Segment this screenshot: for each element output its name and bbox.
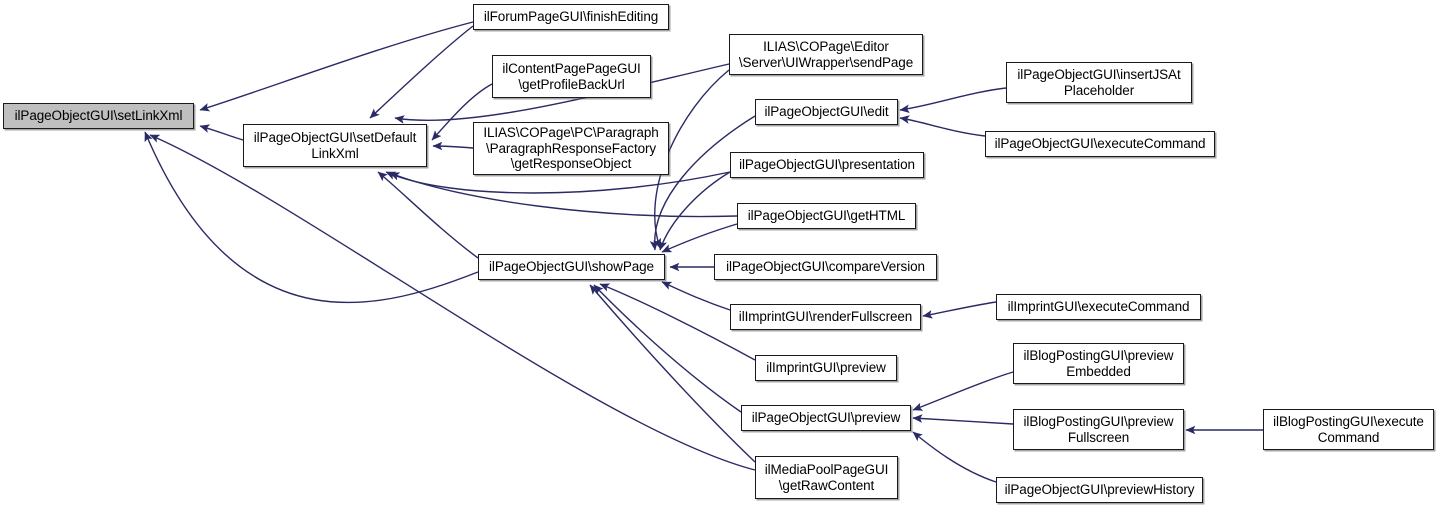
node-label-executeCommandPage: ilPageObjectGUI\executeCommand: [994, 136, 1206, 152]
node-label-getProfileBackUrl: ilContentPagePageGUI \getProfileBackUrl: [502, 61, 641, 92]
call-edge-setDefaultLinkXml-to-setLinkXml: [199, 124, 244, 141]
call-graph-node-getRawContent[interactable]: ilMediaPoolPageGUI \getRawContent: [755, 456, 898, 499]
node-label-insertJSAtPlaceholder: ilPageObjectGUI\insertJSAt Placeholder: [1017, 67, 1181, 98]
call-edge-getHTML-to-setDefaultLinkXml: [389, 172, 738, 218]
call-graph-node-getProfileBackUrl[interactable]: ilContentPagePageGUI \getProfileBackUrl: [492, 55, 651, 98]
call-graph-node-pagePreview[interactable]: ilPageObjectGUI\preview: [741, 405, 911, 431]
node-label-presentation: ilPageObjectGUI\presentation: [739, 157, 915, 173]
call-graph-node-compareVersion[interactable]: ilPageObjectGUI\compareVersion: [714, 254, 937, 280]
call-edge-previewEmbedded-to-pagePreview: [912, 371, 1014, 411]
node-label-blogExecuteCommand: ilBlogPostingGUI\execute Command: [1273, 414, 1424, 445]
call-edge-previewHistory-to-pagePreview: [912, 431, 997, 483]
call-graph-node-setDefaultLinkXml[interactable]: ilPageObjectGUI\setDefault LinkXml: [243, 124, 427, 167]
call-edge-getHTML-to-showPage: [661, 223, 738, 253]
call-edge-insertJSAtPlaceholder-to-edit: [899, 87, 1007, 114]
node-label-previewHistory: ilPageObjectGUI\previewHistory: [1004, 482, 1195, 498]
node-label-pagePreview: ilPageObjectGUI\preview: [751, 410, 901, 426]
call-graph-node-blogExecuteCommand[interactable]: ilBlogPostingGUI\execute Command: [1263, 409, 1434, 450]
call-graph-node-showPage[interactable]: ilPageObjectGUI\showPage: [478, 254, 665, 280]
call-graph-node-finishEditing[interactable]: ilForumPageGUI\finishEditing: [473, 4, 669, 30]
call-graph-node-imprintPreview[interactable]: ilImprintGUI\preview: [755, 355, 897, 381]
call-graph-node-executeCommandImprint[interactable]: ilImprintGUI\executeCommand: [996, 294, 1201, 320]
call-edge-executeCommandImprint-to-renderFullscreen: [922, 301, 997, 319]
node-label-edit: ilPageObjectGUI\edit: [764, 104, 889, 120]
node-label-finishEditing: ilForumPageGUI\finishEditing: [483, 9, 659, 25]
call-edge-getResponseObject-to-setDefaultLinkXml: [432, 141, 474, 151]
call-edge-previewFullscreen-to-pagePreview: [912, 414, 1014, 425]
call-edge-executeCommandPage-to-edit: [899, 115, 986, 137]
call-graph-node-sendPage[interactable]: ILIAS\COPage\Editor \Server\UIWrapper\se…: [729, 34, 923, 75]
call-graph-node-edit[interactable]: ilPageObjectGUI\edit: [755, 99, 898, 125]
call-graph-node-previewFullscreen[interactable]: ilBlogPostingGUI\preview Fullscreen: [1013, 409, 1184, 450]
node-label-renderFullscreen: ilImprintGUI\renderFullscreen: [738, 309, 913, 325]
call-graph-node-previewEmbedded[interactable]: ilBlogPostingGUI\preview Embedded: [1013, 343, 1184, 384]
call-edge-finishEditing-to-setDefaultLinkXml: [369, 25, 474, 119]
call-edge-getRawContent-to-setLinkXml: [149, 134, 756, 471]
node-label-executeCommandImprint: ilImprintGUI\executeCommand: [1007, 299, 1190, 315]
node-label-previewEmbedded: ilBlogPostingGUI\preview Embedded: [1023, 348, 1174, 379]
call-graph-node-executeCommandPage[interactable]: ilPageObjectGUI\executeCommand: [985, 131, 1215, 157]
node-label-sendPage: ILIAS\COPage\Editor \Server\UIWrapper\se…: [738, 39, 914, 70]
call-edge-finishEditing-to-setLinkXml: [199, 21, 474, 112]
node-label-showPage: ilPageObjectGUI\showPage: [489, 259, 654, 275]
node-label-compareVersion: ilPageObjectGUI\compareVersion: [726, 259, 925, 275]
node-label-getHTML: ilPageObjectGUI\getHTML: [747, 208, 906, 224]
call-edge-renderFullscreen-to-showPage: [661, 281, 731, 311]
call-graph-node-getHTML[interactable]: ilPageObjectGUI\getHTML: [737, 203, 916, 229]
call-edge-edit-to-showPage: [649, 115, 756, 251]
call-graph-node-getResponseObject[interactable]: ILIAS\COPage\PC\Paragraph \ParagraphResp…: [473, 122, 669, 175]
call-graph-node-renderFullscreen[interactable]: ilImprintGUI\renderFullscreen: [730, 304, 921, 330]
node-label-imprintPreview: ilImprintGUI\preview: [766, 360, 886, 376]
call-graph-node-insertJSAtPlaceholder[interactable]: ilPageObjectGUI\insertJSAt Placeholder: [1006, 62, 1192, 103]
call-edge-presentation-to-setDefaultLinkXml: [385, 171, 731, 194]
node-label-getResponseObject: ILIAS\COPage\PC\Paragraph \ParagraphResp…: [483, 125, 659, 172]
node-label-setDefaultLinkXml: ilPageObjectGUI\setDefault LinkXml: [253, 130, 417, 161]
node-label-previewFullscreen: ilBlogPostingGUI\preview Fullscreen: [1023, 414, 1174, 445]
node-label-getRawContent: ilMediaPoolPageGUI \getRawContent: [764, 462, 889, 493]
call-edge-pagePreview-to-showPage: [593, 284, 742, 413]
node-label-setLinkXml: ilPageObjectGUI\setLinkXml: [14, 108, 183, 124]
call-graph-node-setLinkXml[interactable]: ilPageObjectGUI\setLinkXml: [3, 103, 194, 129]
call-edge-showPage-to-setDefaultLinkXml: [377, 171, 479, 259]
call-edge-presentation-to-showPage: [658, 171, 731, 251]
call-graph-node-previewHistory[interactable]: ilPageObjectGUI\previewHistory: [996, 477, 1203, 503]
call-graph-node-presentation[interactable]: ilPageObjectGUI\presentation: [730, 152, 924, 178]
